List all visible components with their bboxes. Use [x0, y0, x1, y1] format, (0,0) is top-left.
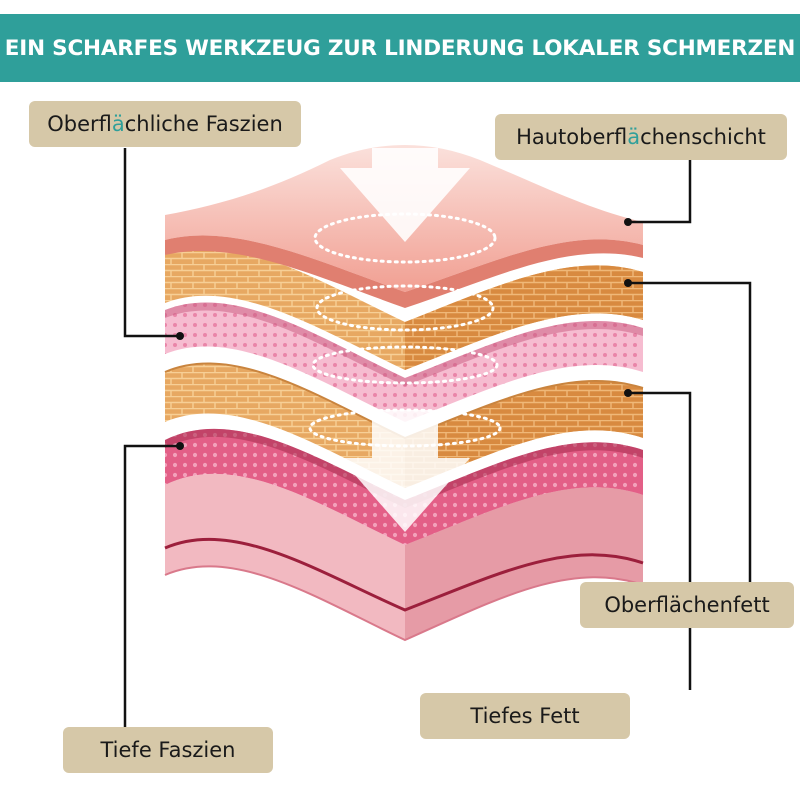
label-text: Hautoberfl: [516, 125, 627, 149]
label-text: chliche Faszien: [125, 112, 283, 136]
label-text: chenschicht: [640, 125, 766, 149]
label-accent: ä: [112, 112, 125, 136]
label-deep-fat: Tiefes Fett: [420, 693, 630, 739]
label-text: Oberfl: [47, 112, 112, 136]
label-deep-fascia: Tiefe Faszien: [63, 727, 273, 773]
label-text: Tiefe Faszien: [101, 738, 236, 762]
label-accent: ä: [627, 125, 640, 149]
label-surface-fat: Oberflächenfett: [580, 582, 794, 628]
label-text: Tiefes Fett: [470, 704, 579, 728]
label-text: Oberflächenfett: [604, 593, 769, 617]
